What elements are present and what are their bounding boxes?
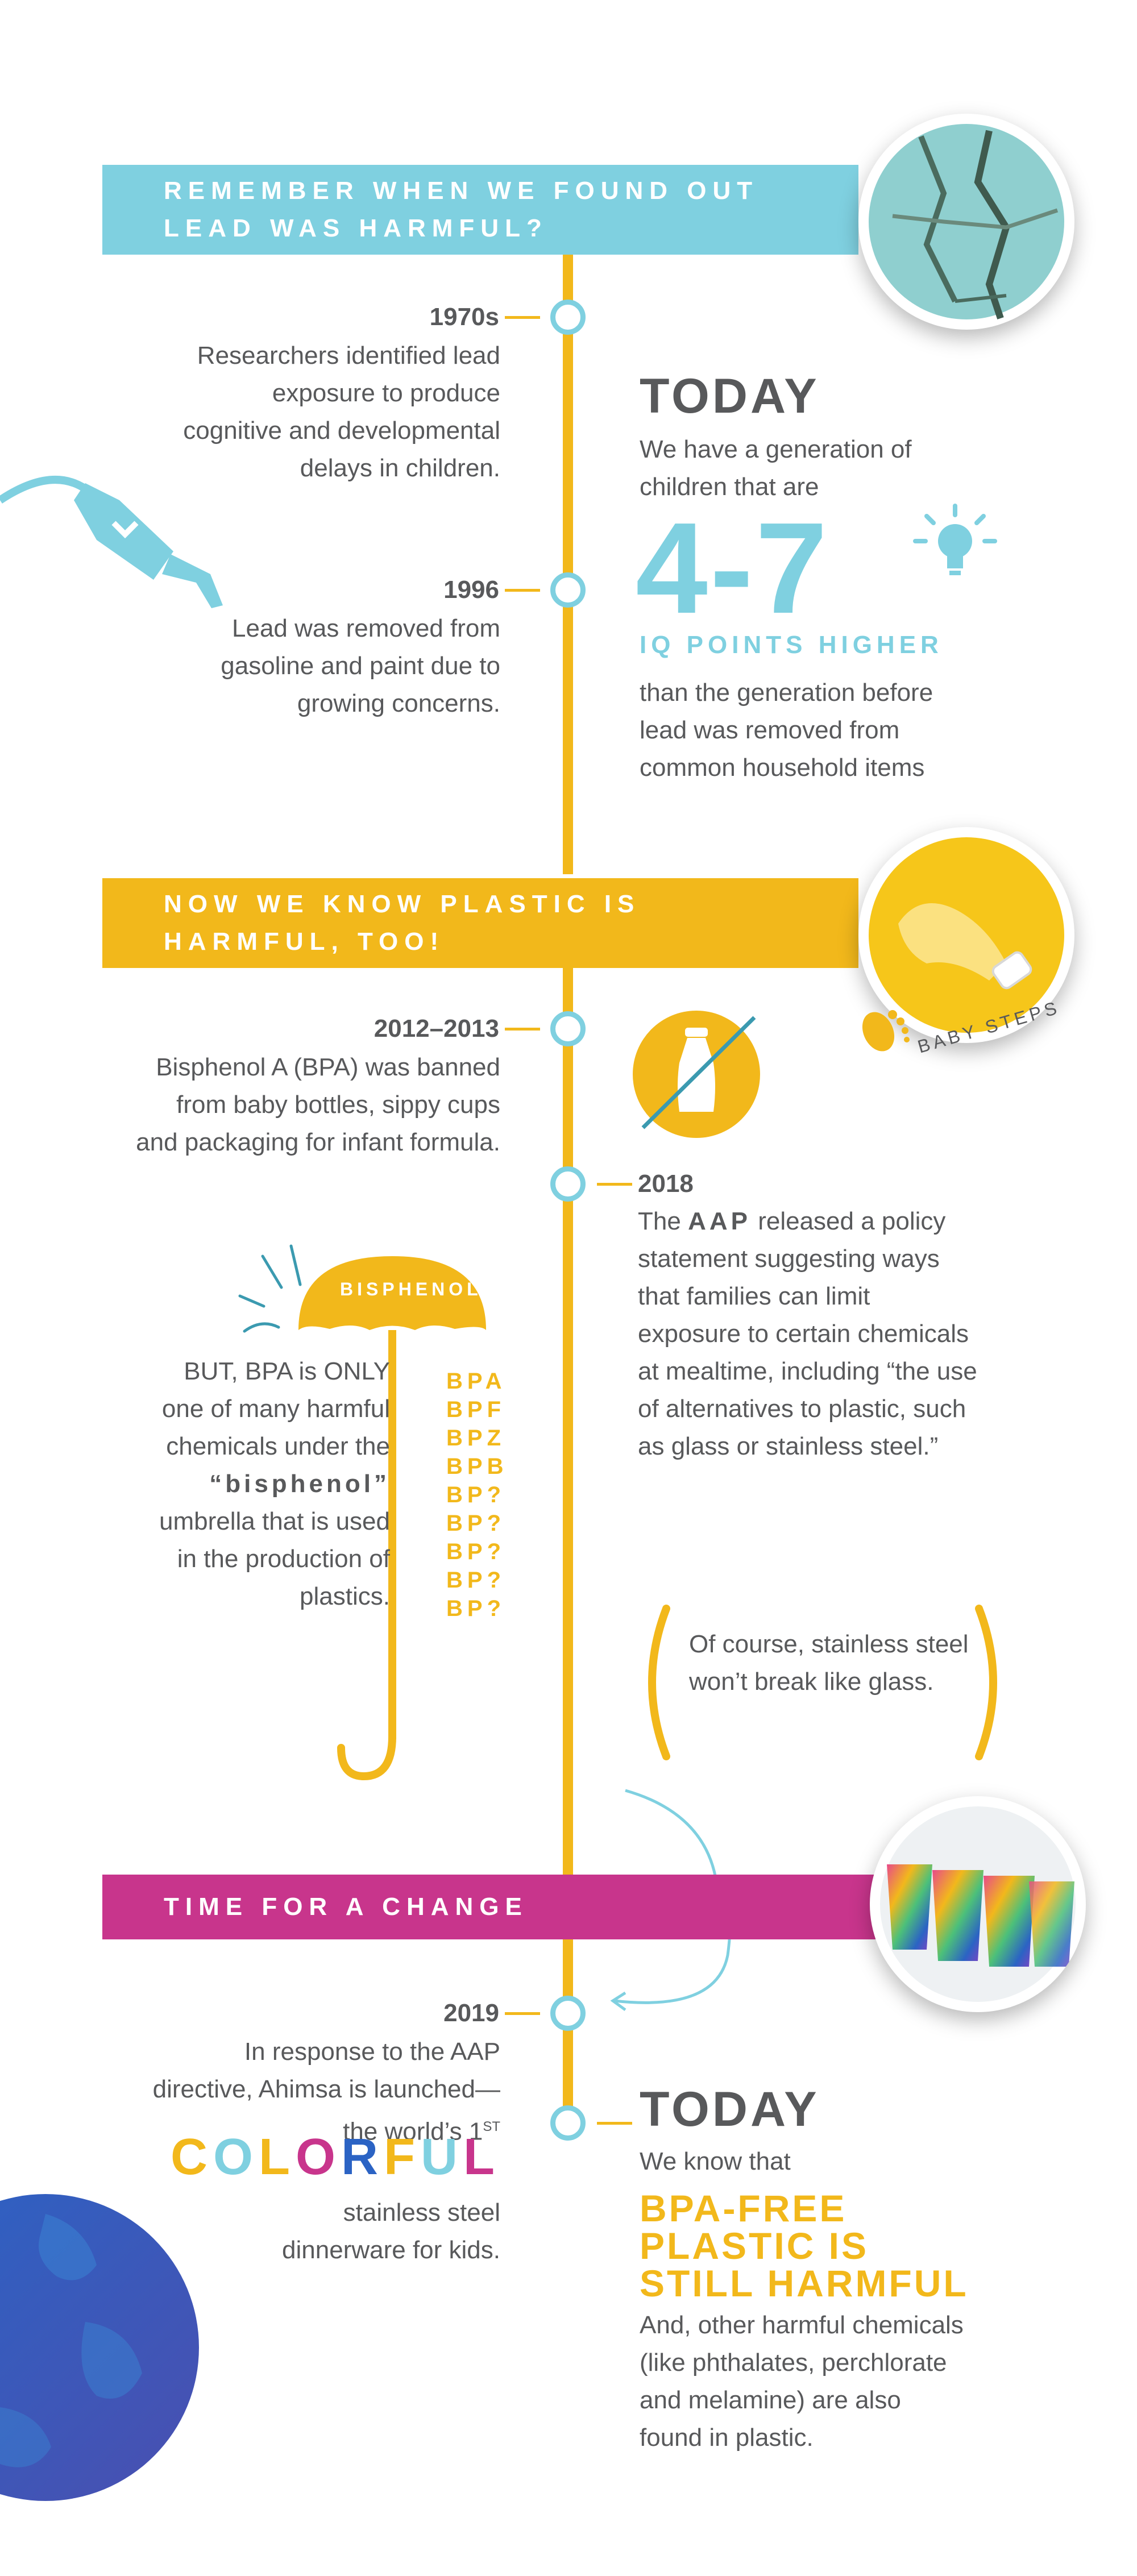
today-intro-3: We know that bbox=[640, 2147, 791, 2175]
gas-nozzle-icon bbox=[0, 460, 239, 608]
today-intro-1: We have a generation of children that ar… bbox=[640, 435, 912, 501]
banner-plastic-text: NOW WE KNOW PLASTIC IS HARMFUL, TOO! bbox=[164, 890, 641, 955]
timeline-node-2019 bbox=[550, 1996, 586, 2031]
colorful-letter: O bbox=[296, 2129, 342, 2186]
banner-plastic: NOW WE KNOW PLASTIC IS HARMFUL, TOO! bbox=[102, 878, 858, 968]
peeling-paint-photo bbox=[858, 114, 1074, 330]
bisphenol-item: BPZ bbox=[446, 1426, 505, 1451]
today-title-3: TODAY bbox=[640, 2082, 820, 2137]
year-1970s: 1970s bbox=[429, 303, 499, 331]
banner-change-text: TIME FOR A CHANGE bbox=[164, 1893, 528, 1921]
tick-2012 bbox=[505, 1028, 540, 1031]
timeline-node-1996 bbox=[550, 572, 586, 608]
bisphenol-item: BP? bbox=[446, 1596, 505, 1621]
bisphenol-list: BPA BPF BPZ BPB BP? BP? BP? BP? BP? bbox=[446, 1367, 508, 1623]
text-2019: In response to the AAP directive, Ahimsa… bbox=[142, 2033, 500, 2151]
aside-text: Of course, stainless steel won’t break l… bbox=[689, 1630, 969, 1696]
text-2018-body: released a policy statement suggesting w… bbox=[638, 1207, 977, 1460]
text-1996: Lead was removed from gasoline and paint… bbox=[221, 614, 500, 717]
right-paren bbox=[973, 1603, 1013, 1762]
bisphenol-item: BP? bbox=[446, 1482, 505, 1507]
bisphenol-item: BP? bbox=[446, 1511, 505, 1536]
umbrella-graphic bbox=[227, 1233, 580, 1802]
year-2012: 2012–2013 bbox=[374, 1015, 499, 1042]
timeline-node-2012 bbox=[550, 1011, 586, 1046]
text-2019-sup: ST bbox=[483, 2119, 500, 2134]
umbrella-label: BISPHENOLS bbox=[340, 1279, 499, 1299]
year-1996: 1996 bbox=[443, 576, 499, 604]
bisphenol-item: BPA bbox=[446, 1369, 507, 1394]
bisphenol-item: BP? bbox=[446, 1539, 505, 1564]
today-title-1: TODAY bbox=[640, 369, 820, 423]
today-outro-3: And, other harmful chemicals (like phtha… bbox=[640, 2311, 964, 2452]
text-2012: Bisphenol A (BPA) was banned from baby b… bbox=[136, 1053, 500, 1156]
timeline-node-1970s bbox=[550, 300, 586, 335]
lightbulb-icon bbox=[910, 500, 1001, 591]
timeline-node-today-3 bbox=[550, 2105, 586, 2141]
but-bpa-text: BUT, BPA is ONLY one of many harmful che… bbox=[142, 1353, 390, 1615]
but-bpa-post: umbrella that is used in the production … bbox=[159, 1507, 390, 1610]
but-bpa-bold: “bisphenol” bbox=[209, 1470, 390, 1498]
globe-graphic bbox=[0, 2191, 205, 2515]
tick-today-3 bbox=[597, 2122, 632, 2125]
iq-label: IQ POINTS HIGHER bbox=[640, 631, 943, 659]
colorful-letter: R bbox=[341, 2129, 384, 2186]
tick-1970s bbox=[505, 316, 540, 319]
colorful-letter: L bbox=[259, 2129, 296, 2186]
baby-feet-icon bbox=[853, 998, 915, 1060]
text-1970s: Researchers identified lead exposure to … bbox=[183, 342, 500, 482]
colorful-letter: O bbox=[213, 2129, 259, 2186]
bisphenol-item: BP? bbox=[446, 1568, 505, 1593]
banner-lead-text: REMEMBER WHEN WE FOUND OUT LEAD WAS HARM… bbox=[164, 177, 759, 242]
text-2018-pre: The bbox=[638, 1207, 681, 1235]
banner-change: TIME FOR A CHANGE bbox=[102, 1875, 875, 1939]
bisphenol-item: BPF bbox=[446, 1397, 505, 1422]
left-paren bbox=[632, 1603, 672, 1762]
highlight-text: BPA-FREE PLASTIC IS STILL HARMFUL bbox=[640, 2187, 969, 2304]
tick-2018 bbox=[597, 1183, 632, 1186]
no-bottle-icon bbox=[628, 1006, 765, 1142]
colorful-letter: L bbox=[463, 2129, 500, 2186]
year-2019: 2019 bbox=[443, 1999, 499, 2027]
today-outro-1: than the generation before lead was remo… bbox=[640, 679, 933, 782]
timeline-node-2018 bbox=[550, 1166, 586, 1202]
year-2018: 2018 bbox=[638, 1170, 694, 1198]
tick-2019 bbox=[505, 2012, 540, 2015]
plastic-bottle-photo bbox=[858, 827, 1074, 1043]
text-2019-end: stainless steel dinnerware for kids. bbox=[282, 2199, 500, 2264]
text-2019-body: In response to the AAP directive, Ahimsa… bbox=[152, 2038, 500, 2146]
bisphenol-item: BPB bbox=[446, 1454, 508, 1479]
colorful-letter: F bbox=[384, 2129, 421, 2186]
banner-lead: REMEMBER WHEN WE FOUND OUT LEAD WAS HARM… bbox=[102, 165, 858, 255]
text-2018: The AAP released a policy statement sugg… bbox=[638, 1203, 979, 1465]
big-number: 4-7 bbox=[636, 496, 830, 641]
timeline-line-1 bbox=[563, 255, 573, 874]
stainless-cups-photo bbox=[870, 1796, 1086, 2012]
tick-1996 bbox=[505, 589, 540, 592]
but-bpa-pre: BUT, BPA is ONLY one of many harmful che… bbox=[161, 1357, 390, 1460]
text-2018-aap: AAP bbox=[688, 1207, 751, 1235]
timeline-line-3 bbox=[563, 1939, 573, 2127]
colorful-letter: U bbox=[421, 2129, 464, 2186]
colorful-word: COLORFUL bbox=[145, 2129, 500, 2186]
colorful-letter: C bbox=[171, 2129, 214, 2186]
